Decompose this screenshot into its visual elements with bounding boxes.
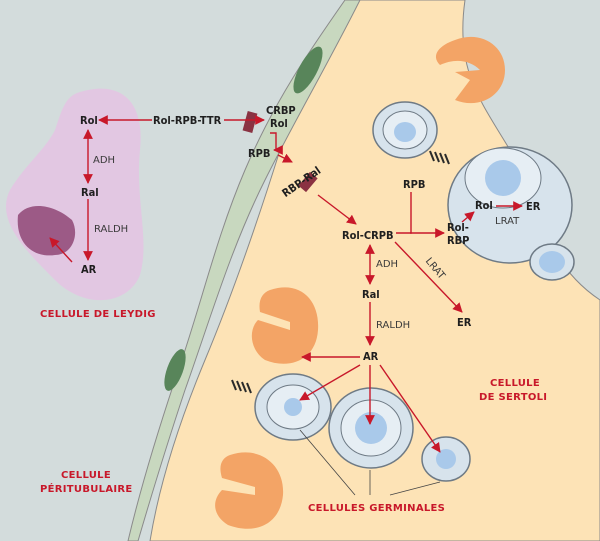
label-rpb-sertoli: RPB [403, 178, 425, 191]
arrow-ar-to-germ-right [379, 364, 441, 453]
arrow-rpb-to-rbp-ral [277, 153, 293, 163]
caption-sertoli-line2: DE SERTOLI [479, 392, 547, 403]
label-rpb-peri: RPB [248, 147, 270, 160]
leydig-nucleus [17, 205, 76, 256]
label-ar-sertoli: AR [363, 350, 379, 363]
caption-peritubulaire-line1: CELLULE [61, 470, 111, 481]
arrow-rol-crpb-to-er [394, 241, 463, 313]
caption-leydig: CELLULE DE LEYDIG [40, 309, 156, 320]
arrow-rbp-ral-to-rol-crpb [317, 194, 357, 225]
label-ral-leydig: Ral [81, 186, 99, 199]
label-rol-leydig: Rol [80, 114, 98, 127]
label-rol-crpb: Rol-CRPB [342, 229, 394, 242]
label-rol-rbp-line2: RBP [447, 234, 469, 247]
peritubular-nucleus-bottom [164, 349, 186, 391]
caption-germinales: CELLULES GERMINALES [308, 503, 445, 514]
germ-cell-large-right [447, 146, 573, 264]
label-rol-rpb-ttr: Rol-RPB-TTR [153, 114, 222, 127]
germ-cell-small-right [529, 243, 575, 281]
sertoli-nucleus-top [435, 36, 505, 104]
arrow-ar-to-leydig-nucleus [49, 237, 73, 263]
label-raldh-leydig: RALDH [94, 224, 128, 235]
germinal-label-connectors [299, 429, 441, 496]
label-raldh-sertoli: RALDH [376, 320, 410, 331]
label-rol-peri: Rol [270, 117, 288, 130]
transporter-marker-1 [242, 111, 258, 133]
label-adh-sertoli: ADH [376, 259, 398, 270]
arrow-rol-rbp-to-rol-cell [461, 211, 475, 223]
label-crbp: CRBP [266, 104, 296, 117]
sertoli-nucleus-bottom [215, 452, 284, 529]
germ-cell-bottom-right [421, 436, 471, 482]
tight-junction-top [429, 150, 450, 165]
label-ral-sertoli: Ral [362, 288, 380, 301]
arrow-rol-to-rpb-peri [270, 132, 283, 155]
label-adh-leydig: ADH [93, 155, 115, 166]
label-lrat-cell: LRAT [495, 216, 520, 227]
germ-cell-bottom-middle [328, 387, 414, 469]
arrow-ar-to-germ-left [299, 364, 361, 401]
transporter-marker-2 [298, 171, 318, 193]
germ-cell-top [372, 101, 438, 159]
label-er-cell: ER [526, 200, 541, 213]
label-rol-rbp-line1: Rol- [447, 221, 469, 234]
germ-cell-bottom-left [254, 373, 332, 441]
sertoli-nucleus-mid [251, 287, 319, 364]
label-er-mid: ER [457, 316, 472, 329]
label-rol-cell: Rol [475, 199, 493, 212]
peritubular-cell [127, 0, 361, 541]
tight-junction-bottom [231, 379, 252, 394]
peritubular-nucleus-top [293, 46, 323, 94]
caption-peritubulaire-line2: PÉRITUBULAIRE [40, 482, 133, 495]
caption-sertoli-line1: CELLULE [490, 378, 540, 389]
label-ar-leydig: AR [81, 263, 97, 276]
